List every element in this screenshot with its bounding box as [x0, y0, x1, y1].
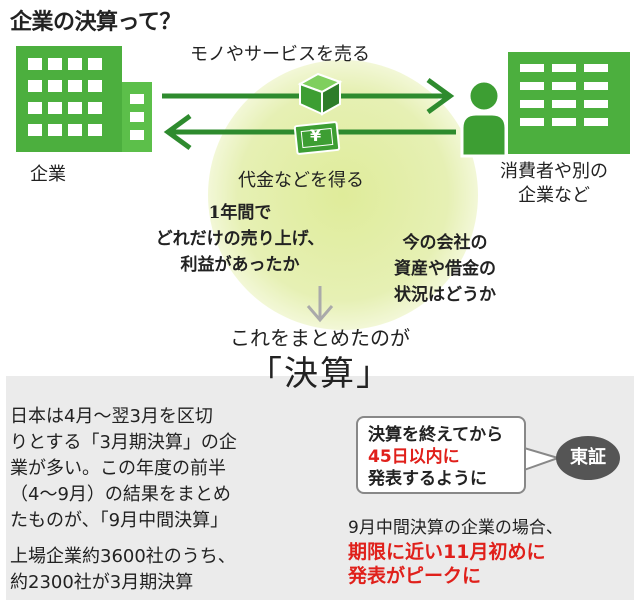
question-right-line1: 今の会社の [402, 233, 488, 253]
question-left-line2: どれだけの売り上げ、 [155, 229, 325, 249]
consumer-label: 消費者や別の 企業など [484, 160, 624, 208]
consumer-label-line2: 企業など [518, 185, 590, 206]
person-icon [460, 79, 508, 158]
page-title: 企業の決算って？ [10, 10, 181, 35]
company-label: 企業 [30, 164, 66, 185]
listed-companies-note: 上場企業約3600社のうち、 約2300社が3月期決算 [10, 544, 310, 596]
product-box-icon [297, 72, 343, 116]
receive-label: 代金などを得る [238, 170, 364, 191]
question-right-line3: 状況はどうか [394, 285, 496, 305]
question-right-line2: 資産や借金の [394, 259, 496, 279]
question-sales-profit: 1年間で どれだけの売り上げ、 利益があったか [120, 200, 360, 278]
consumer-building-icon [508, 52, 630, 154]
rule-speech-bubble: 決算を終えてから 45日以内に 発表するように [356, 416, 526, 494]
rule-line1: 決算を終えてから [368, 425, 504, 445]
peak-line1: 9月中間決算の企業の場合、 [348, 518, 563, 538]
bubble-tail [524, 446, 560, 472]
listed-line1: 上場企業約3600社のうち、 [10, 546, 236, 567]
explanation-panel [6, 376, 634, 600]
explanation-line: 業が多い。この年度の前半 [10, 458, 226, 479]
down-arrow [306, 286, 334, 323]
peak-line3: 発表がピークに [348, 565, 482, 587]
flow-diagram [16, 46, 630, 323]
tse-badge: 東証 [556, 436, 620, 480]
consumer-label-line1: 消費者や別の [500, 161, 608, 182]
rule-line3: 発表するように [368, 469, 487, 489]
money-bill-icon [293, 121, 341, 155]
peak-note: 9月中間決算の企業の場合、 期限に近い11月初めに 発表がピークに [348, 516, 563, 588]
summary-lead: これをまとめたのが [230, 326, 410, 350]
explanation-line: （4～9月）の結果をまとめ [10, 484, 231, 505]
explanation-line: 日本は4月～翌3月を区切 [10, 406, 213, 427]
listed-line2: 約2300社が3月期決算 [10, 572, 194, 593]
peak-line2: 期限に近い11月初めに [348, 541, 546, 563]
keyword-kessan: 「決算」 [248, 354, 392, 394]
question-left-line1: 1年間で [208, 203, 272, 223]
question-left-line3: 利益があったか [180, 255, 300, 275]
rule-deadline: 45日以内に [368, 447, 460, 467]
company-building-icon [16, 46, 152, 152]
highlight-glow [208, 60, 478, 330]
explanation-paragraph: 日本は4月～翌3月を区切 りとする「3月期決算」の企 業が多い。この年度の前半 … [10, 404, 300, 534]
yen-symbol: ¥ [310, 126, 322, 145]
explanation-line: たものが、「9月中間決算」 [10, 510, 229, 531]
question-assets-debt: 今の会社の 資産や借金の 状況はどうか [350, 230, 540, 308]
explanation-line: りとする「3月期決算」の企 [10, 432, 237, 453]
sell-label: モノやサービスを売る [190, 44, 370, 65]
